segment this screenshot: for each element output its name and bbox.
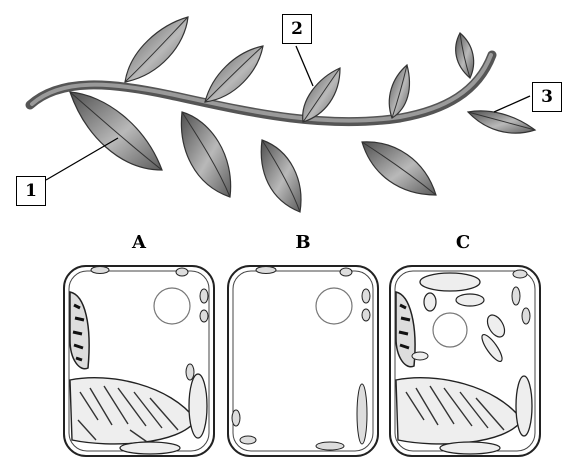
- callout-label-2: 2: [282, 14, 312, 44]
- leaf-upper-2: [205, 46, 263, 102]
- nucleus: [433, 313, 467, 347]
- cell-a: [64, 266, 214, 456]
- cell-b: [228, 266, 378, 456]
- callout-label-3: 3: [532, 82, 562, 112]
- callout-label-1: 1: [16, 176, 46, 206]
- cell-label-b: B: [288, 232, 318, 253]
- leaf-upper-1: [125, 17, 188, 82]
- callout-line-2: [296, 46, 313, 86]
- nucleus: [316, 288, 352, 324]
- nucleus: [154, 288, 190, 324]
- leaf-lower-3: [261, 140, 301, 212]
- callout-line-3: [494, 96, 530, 112]
- callout-line-1: [46, 138, 118, 180]
- leaf-lower-2: [181, 112, 230, 197]
- cell-c: [390, 266, 540, 456]
- leaf-lower-4: [362, 142, 436, 195]
- leaf-upper-5: [456, 33, 474, 78]
- cell-label-c: C: [448, 232, 478, 253]
- leaf-upper-4: [389, 65, 409, 118]
- leaf-tip: [468, 111, 535, 133]
- cell-label-a: A: [124, 232, 154, 253]
